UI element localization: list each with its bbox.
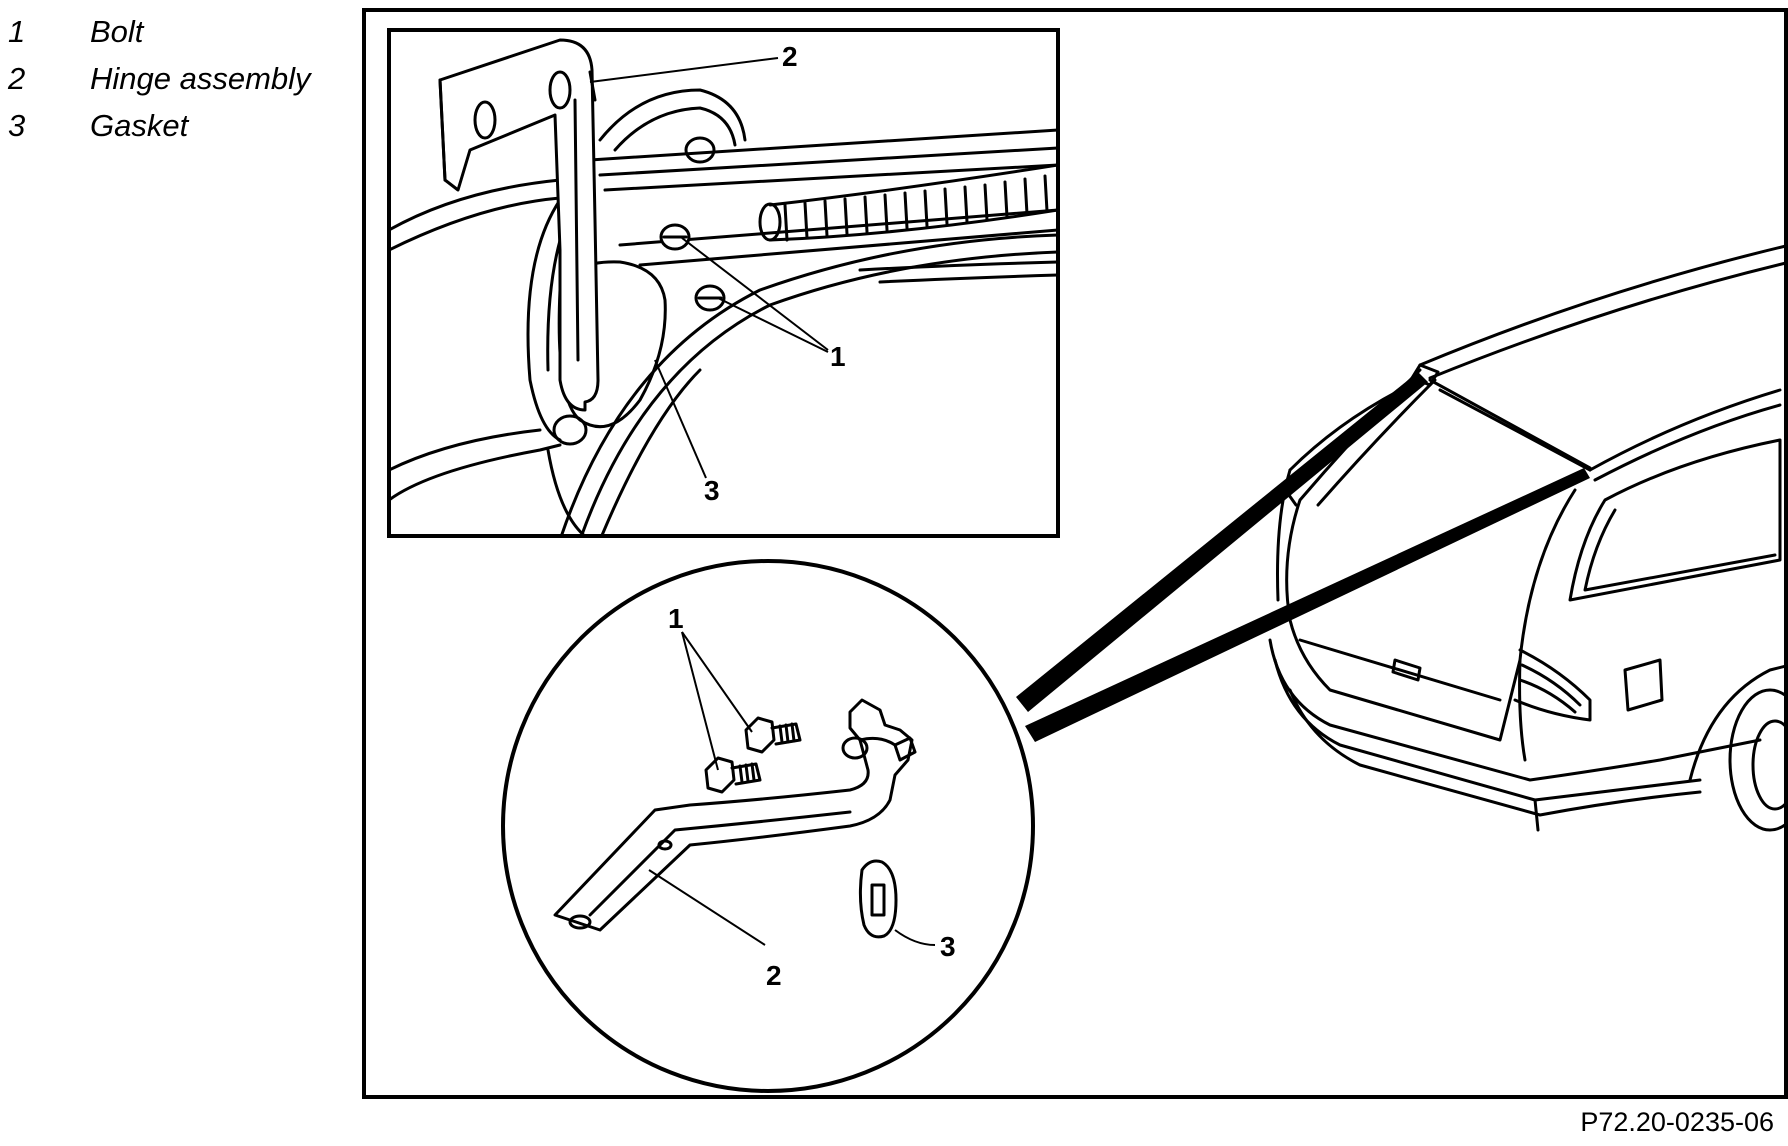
inset-leaders <box>589 57 829 479</box>
exploded-parts <box>553 698 917 939</box>
legend-number: 3 <box>8 108 26 143</box>
legend-label: Hinge assembly <box>90 61 311 96</box>
callout-gasket-inset: 3 <box>704 475 720 506</box>
bolt-upper-part <box>744 716 802 754</box>
legend-item-hinge-assembly: 2 Hinge assembly <box>8 55 311 102</box>
callout-gasket-circle: 3 <box>940 931 956 962</box>
exploded-view-leaders <box>648 631 936 946</box>
inset-hinge-closeup <box>389 38 1058 536</box>
station-wagon-rear-illustration <box>1268 244 1784 832</box>
legend-item-bolt: 1 Bolt <box>8 8 311 55</box>
callout-bolt-inset: 1 <box>830 341 846 372</box>
callout-bolt-circle: 1 <box>668 603 684 634</box>
diagram-frame <box>362 8 1788 1099</box>
magnifier-leader-lines <box>1016 372 1590 742</box>
hinge-assembly-part <box>553 698 917 932</box>
legend-number: 2 <box>8 61 26 96</box>
legend-label: Gasket <box>90 108 189 143</box>
bolt-lower-part <box>704 756 762 794</box>
parts-legend: 1 Bolt 2 Hinge assembly 3 Gasket <box>8 8 311 149</box>
gasket-part <box>858 859 898 939</box>
callout-hinge-inset: 2 <box>782 41 798 72</box>
legend-item-gasket: 3 Gasket <box>8 102 311 149</box>
legend-label: Bolt <box>90 14 144 49</box>
callout-hinge-circle: 2 <box>766 960 782 991</box>
figure-reference: P72.20-0235-06 <box>1580 1107 1774 1137</box>
legend-number: 1 <box>8 14 26 49</box>
